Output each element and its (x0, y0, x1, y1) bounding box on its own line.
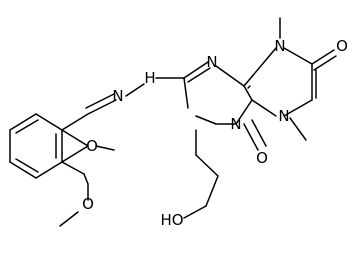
atom-label-o-methoxy-1: O (86, 137, 98, 155)
bond (85, 93, 115, 109)
bond (215, 65, 245, 87)
bond (243, 47, 277, 87)
atom-label-ho-hydroxyethyl: HO (160, 211, 183, 229)
bond (9, 113, 37, 131)
bond (235, 99, 253, 125)
bond (313, 55, 337, 71)
atom-label-o-carbonyl-2: O (336, 37, 348, 55)
bond (183, 77, 189, 109)
bond (243, 123, 259, 151)
atom-labels: N N N N O O N H O O HO (82, 37, 348, 229)
bond (61, 161, 85, 175)
bond (83, 173, 89, 185)
bond (183, 205, 207, 219)
bond (61, 113, 89, 131)
bond (205, 175, 219, 207)
bond (251, 99, 277, 117)
bond (283, 99, 313, 117)
bond (61, 129, 89, 147)
bond (35, 161, 63, 179)
bond (95, 145, 115, 151)
bond (283, 47, 313, 65)
bond (183, 61, 209, 79)
bond (195, 154, 219, 177)
atom-label-h-hydrazone: H (144, 69, 155, 87)
atom-label-n-imidazole: N (206, 53, 217, 71)
atom-label-n-hydrazone: N (112, 87, 123, 105)
atom-label-n-purine-1: N (230, 115, 241, 133)
bond (15, 119, 39, 134)
bond (251, 119, 267, 147)
bond-group (9, 17, 337, 227)
bond (87, 99, 117, 115)
bond (125, 83, 145, 97)
bond (243, 85, 253, 101)
bond (9, 161, 37, 179)
bond (59, 211, 79, 227)
bond (15, 158, 39, 173)
bond (289, 117, 307, 141)
atom-label-o-carbonyl-6: O (256, 149, 268, 167)
bond (311, 49, 335, 65)
bond (195, 115, 217, 125)
bond (61, 145, 89, 163)
atom-label-o-methoxy-2: O (82, 195, 94, 213)
atom-label-n-purine-1-methyl: N (278, 107, 289, 125)
atom-label-n-purine-3: N (274, 37, 285, 55)
bond (247, 85, 251, 89)
bond (187, 67, 211, 83)
bond (35, 113, 63, 131)
